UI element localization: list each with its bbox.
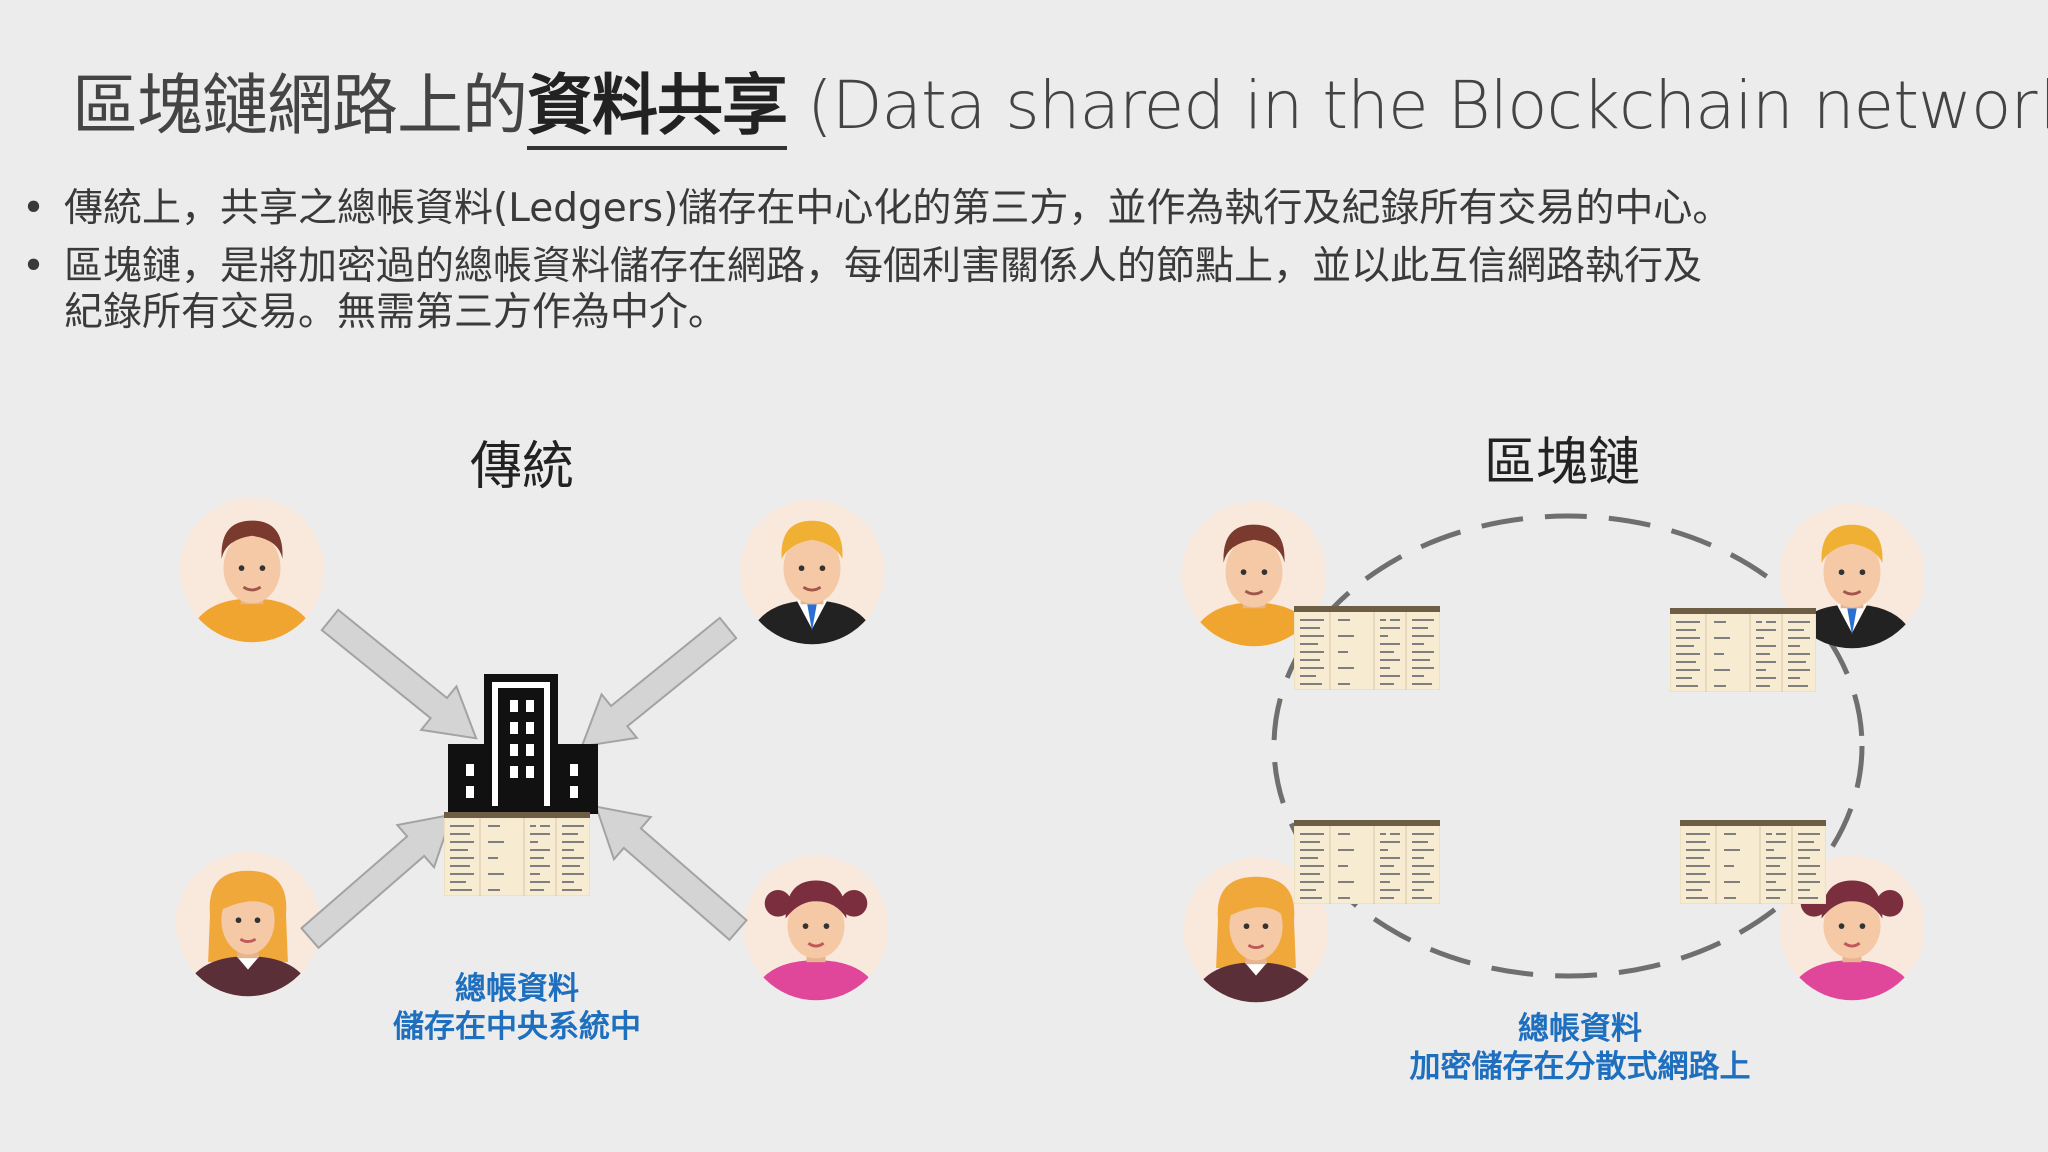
- caption-line: 加密儲存在分散式網路上: [1409, 1049, 1751, 1085]
- ledger-icon: [1294, 606, 1440, 690]
- avatar-man-brown: [180, 498, 324, 646]
- ledger-icon: [444, 812, 590, 896]
- traditional-caption: 總帳資料 儲存在中央系統中: [384, 970, 650, 1046]
- building-icon: [448, 674, 598, 814]
- blockchain-caption: 總帳資料 加密儲存在分散式網路上: [1380, 1010, 1780, 1086]
- title-part3: (Data shared in the Blockchain network): [787, 67, 2048, 144]
- bullet-text: 傳統上，共享之總帳資料(Ledgers)儲存在中心化的第三方，並作為執行及紀錄所…: [64, 186, 1732, 231]
- bullet-item-2: • 區塊鏈，是將加密過的總帳資料儲存在網路，每個利害關係人的節點上，並以此互信網…: [20, 244, 1980, 336]
- title-highlight: 資料共享: [527, 67, 788, 150]
- network-ring: [1271, 513, 1865, 979]
- bullet-list: • 傳統上，共享之總帳資料(Ledgers)儲存在中心化的第三方，並作為執行及紀…: [20, 186, 1980, 348]
- avatar-girl: [744, 856, 888, 1004]
- avatar-woman: [176, 852, 320, 1000]
- bullet-text: 區塊鏈，是將加密過的總帳資料儲存在網路，每個利害關係人的節點上，並以此互信網路執…: [64, 244, 1703, 289]
- traditional-heading: 傳統: [470, 437, 575, 497]
- caption-line: 總帳資料: [1518, 1011, 1642, 1047]
- caption-line: 總帳資料: [455, 971, 579, 1007]
- bullet-dot: •: [22, 186, 46, 231]
- avatar-man-blond: [740, 500, 884, 648]
- ledger-icon: [1680, 820, 1826, 904]
- title-part1: 區塊鏈網路上的: [72, 67, 528, 144]
- blockchain-diagram: [1182, 502, 1924, 1006]
- blockchain-heading: 區塊鏈: [1484, 433, 1641, 493]
- ledger-icon: [1670, 608, 1816, 692]
- arrow-icon: [576, 784, 758, 953]
- arrow-icon: [311, 597, 495, 762]
- bullet-text-cont: 紀錄所有交易。無需第三方作為中介。: [64, 290, 728, 335]
- traditional-diagram: [176, 498, 888, 1004]
- slide-title: 區塊鏈網路上的資料共享 (Data shared in the Blockcha…: [72, 52, 2048, 150]
- ledger-icon: [1294, 820, 1440, 904]
- bullet-dot: •: [22, 244, 46, 289]
- caption-line: 儲存在中央系統中: [393, 1009, 641, 1045]
- arrow-icon: [563, 605, 747, 770]
- bullet-item-1: • 傳統上，共享之總帳資料(Ledgers)儲存在中心化的第三方，並作為執行及紀…: [20, 186, 1980, 232]
- arrow-icon: [290, 792, 472, 961]
